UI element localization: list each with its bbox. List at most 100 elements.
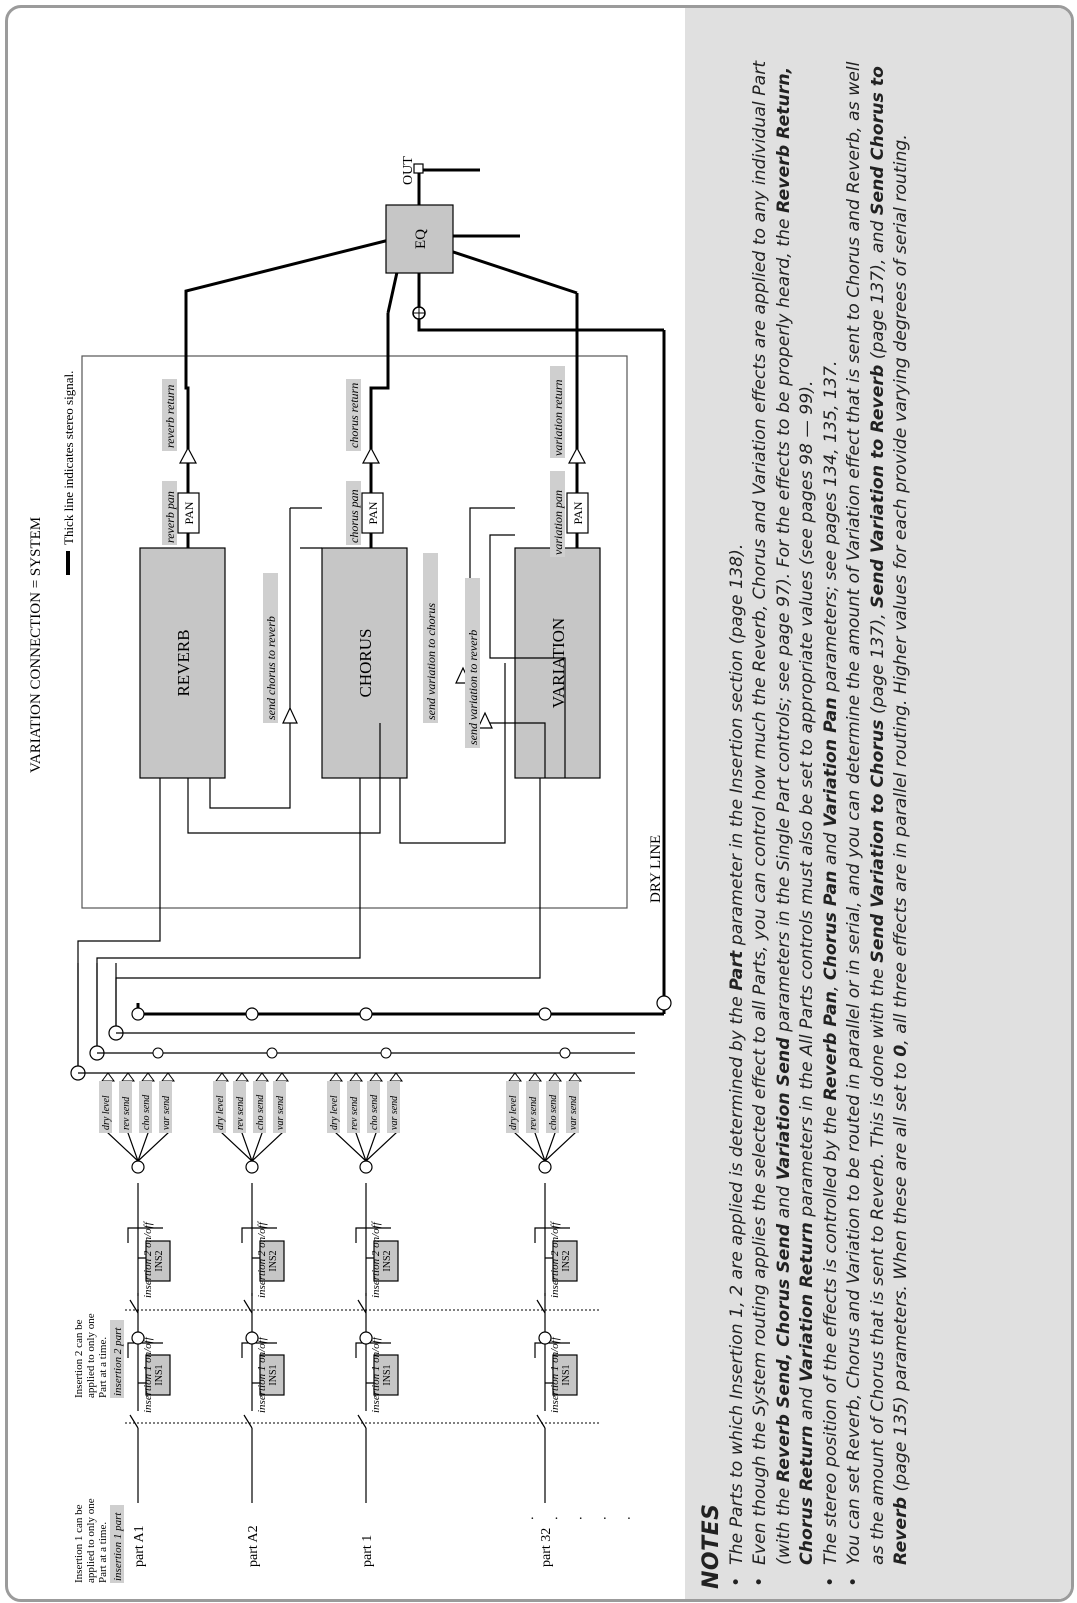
send-label: cho send [141,1094,152,1130]
send-splitter [131,1160,145,1174]
send-splitter [538,1160,552,1174]
send-tag [119,1081,132,1133]
send-label: dry level [101,1095,112,1130]
send-label: dry level [329,1095,340,1130]
ins1-block [552,1354,578,1396]
bus-junctions [70,995,672,1081]
notes-section: NOTES The Parts to which Insertion 1, 2 … [699,59,1060,1589]
chorus-return-label: chorus return [347,383,361,448]
send-tag [506,1081,519,1133]
send-tag [99,1081,112,1133]
ins1-label: INS1 [561,1364,572,1385]
insertion2-part-tag [110,1320,124,1398]
insertion2-part-label: insertion 2 part [112,1327,124,1396]
ins1-switch-label: insertion 1 on/off [549,1335,561,1413]
notes-list: The Parts to which Insertion 1, 2 are ap… [726,59,914,1589]
ins1-mixer [538,1331,552,1345]
variation-label: VARIATION [549,618,568,708]
ins1-block [259,1354,285,1396]
send-splitter [245,1160,259,1174]
send-amp [329,1072,343,1082]
send-variation-to-chorus-tag [423,553,438,723]
ins2-path [241,1183,278,1314]
ins2-path [534,1183,571,1314]
send-label: var send [389,1095,400,1130]
send-tag [566,1081,579,1133]
reverb-return-amp [179,446,197,464]
effect-output-lines [184,168,579,548]
ins1-mixer [359,1331,373,1345]
send-tag [367,1081,380,1133]
reverb-return-tag [162,379,177,451]
variation-pan-text: PAN [571,501,585,524]
send-tag [387,1081,400,1133]
ins1-label: INS1 [382,1364,393,1385]
ins2-block [145,1240,171,1282]
send-amp [508,1072,522,1082]
send-label: rev send [121,1096,132,1130]
part-label: part 1 [360,1535,375,1567]
send-tag [139,1081,152,1133]
send-amp [101,1072,115,1082]
eq-block: EQ [385,204,454,274]
ins2-label: INS2 [268,1250,279,1271]
ins1-label: INS1 [268,1364,279,1385]
ins2-switch-label: insertion 2 on/off [142,1220,154,1298]
chorus-pan-text: PAN [366,501,380,524]
reverb-pan-label: reverb pan [163,491,177,543]
send-variation-to-chorus-label: send variation to chorus [424,603,438,720]
send-tag [526,1081,539,1133]
send-label: rev send [528,1096,539,1130]
eq-label: EQ [413,229,429,249]
send-tag [159,1081,172,1133]
send-amp [548,1072,562,1082]
send-variation-to-reverb-tag [465,578,480,748]
variation-pan-label: variation pan [551,490,565,555]
part-label: part A2 [246,1525,261,1567]
send-variation-to-reverb-label: send variation to reverb [466,630,480,745]
part-label: part A1 [132,1525,147,1567]
send-amp [528,1072,542,1082]
reverb-pan-box: PAN [177,492,200,534]
send-tag [327,1081,340,1133]
send-label: var send [161,1095,172,1130]
bus-junction [152,1047,164,1059]
parts-ellipsis: · · · · · [530,1512,639,1527]
dry-line-label: DRY LINE [648,835,664,903]
legend-text: Thick line indicates stereo signal. [61,371,76,545]
send-label: var send [275,1095,286,1130]
bus-junction [559,1047,571,1059]
reverb-pan-text: PAN [182,501,196,524]
ins2-path [127,1183,164,1314]
ins2-switch-label: insertion 2 on/off [256,1220,268,1298]
effect-input-buses [77,778,541,1073]
send-chorus-to-reverb-tag [263,573,278,723]
ins2-block [552,1240,578,1282]
ins2-block [373,1240,399,1282]
dry-junction [245,1007,259,1021]
ins2-label: INS2 [561,1250,572,1271]
ins2-label: INS2 [154,1250,165,1271]
note-item: You can set Reverb, Chorus and Variation… [843,59,914,1565]
insertion2-note-line2: applied to only one [85,1313,97,1398]
ins1-label: INS1 [154,1364,165,1385]
send-tag [213,1081,226,1133]
reverb-label: REVERB [174,629,193,696]
note-item: The Parts to which Insertion 1, 2 are ap… [726,59,750,1565]
variation-pan-box: PAN [566,492,589,534]
chorus-return-amp [362,446,380,464]
ins1-switch-label: insertion 1 on/off [256,1335,268,1413]
send-label: cho send [369,1094,380,1130]
send-amp [215,1072,229,1082]
send-amp [161,1072,175,1082]
dry-junction [538,1007,552,1021]
ins1-switch-label: insertion 1 on/off [142,1335,154,1413]
ins2-label: INS2 [382,1250,393,1271]
ins2-block [259,1240,285,1282]
dry-line-box [81,355,628,909]
variation-return-amp [568,446,586,464]
